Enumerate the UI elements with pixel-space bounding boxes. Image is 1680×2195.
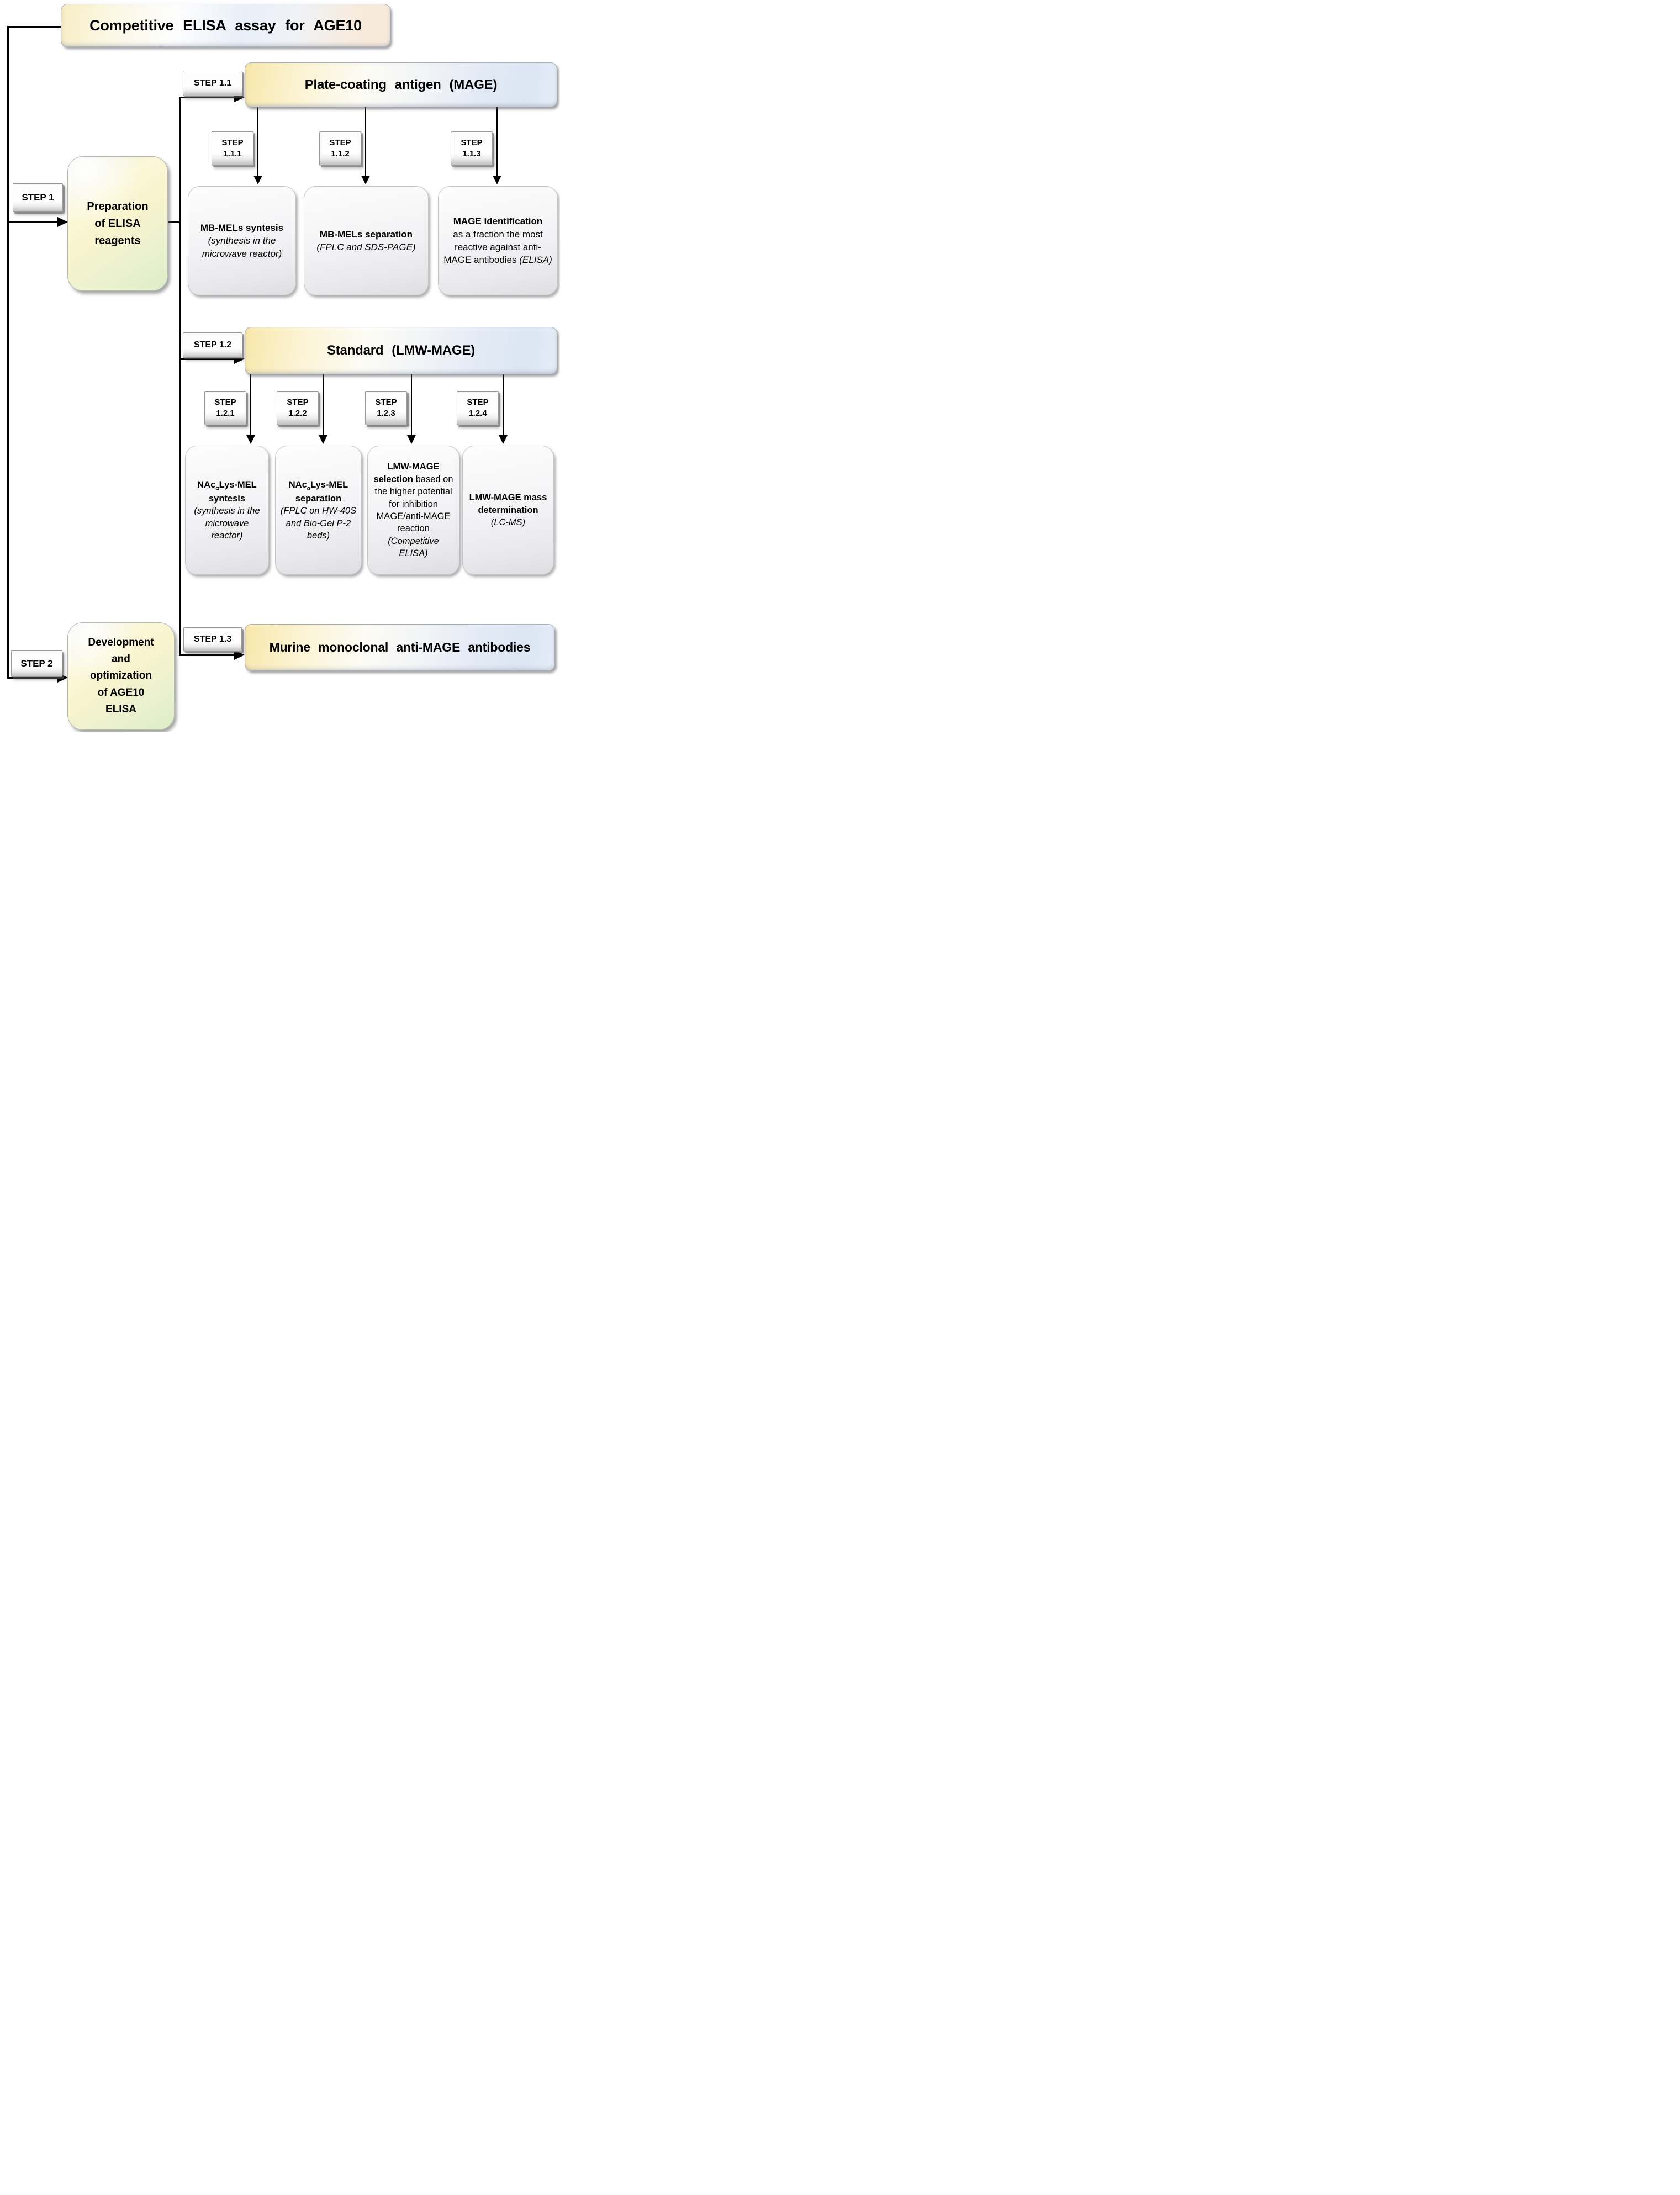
standard-lmw-mage-header: Standard (LMW-MAGE) bbox=[245, 327, 557, 374]
murine-monoclonal-antibodies-header: Murine monoclonal anti-MAGE antibodies bbox=[245, 624, 555, 671]
process-box-mb-mels-separation: MB-MELs separation (FPLC and SDS-PAGE) bbox=[304, 186, 429, 295]
process-box-text: LMW-MAGE mass determination (LC-MS) bbox=[463, 488, 553, 532]
step-number: 1.1.3 bbox=[462, 149, 481, 158]
process-box-title: MAGE identification bbox=[453, 216, 543, 227]
substep111-arrowhead-icon bbox=[253, 176, 262, 184]
development-optimization-age10-elisa-box: Development and optimization of AGE10 EL… bbox=[67, 622, 175, 730]
process-box-mb-mels-synthesis: MB-MELs syntesis (synthesis in the micro… bbox=[188, 186, 296, 295]
diagram-title: Competitive ELISA assay for AGE10 bbox=[61, 4, 390, 47]
process-box-title: NAcαLys-MEL separation bbox=[280, 479, 357, 505]
process-box-method: (ELISA) bbox=[519, 255, 552, 266]
process-box-method: (Competitive ELISA) bbox=[388, 536, 439, 559]
substep112-arrow-line bbox=[365, 106, 366, 176]
substep121-arrowhead-icon bbox=[246, 435, 255, 444]
step13-arrowhead-icon bbox=[234, 650, 245, 660]
branch-trunk-line bbox=[179, 97, 181, 656]
step-number: 1.2.1 bbox=[216, 409, 235, 418]
substep113-arrowhead-icon bbox=[493, 176, 501, 184]
step-1-1-2-label: STEP 1.1.2 bbox=[319, 131, 361, 166]
step-number: 1.1.2 bbox=[331, 149, 350, 158]
step11-arrow-line bbox=[179, 97, 235, 98]
step-1-2-2-label: STEP 1.2.2 bbox=[277, 391, 319, 425]
substep122-arrowhead-icon bbox=[319, 435, 327, 444]
process-box-title: LMW-MAGE selection bbox=[373, 462, 440, 484]
step-1-1-label: STEP 1.1 bbox=[183, 71, 242, 96]
step-number: 1.2.4 bbox=[468, 409, 487, 418]
substep124-arrowhead-icon bbox=[499, 435, 508, 444]
process-box-description: as a fraction the most reactive against … bbox=[443, 229, 543, 266]
process-box-method: (FPLC on HW-40S and Bio-Gel P-2 beds) bbox=[280, 506, 357, 541]
step-number: 1.2.2 bbox=[288, 409, 307, 418]
step13-arrow-line bbox=[179, 654, 235, 656]
process-box-title: NAcαLys-MEL syntesis bbox=[190, 479, 264, 505]
step1-arrowhead-icon bbox=[57, 217, 68, 227]
substep113-arrow-line bbox=[496, 106, 498, 176]
step-1-label: STEP 1 bbox=[13, 183, 63, 212]
step2-arrow-line bbox=[7, 677, 58, 679]
title-suffix: Lys-MEL separation bbox=[295, 479, 348, 504]
process-box-mage-identification: MAGE identification as a fraction the mo… bbox=[438, 186, 558, 295]
title-prefix: NAc bbox=[197, 479, 216, 490]
step-word: STEP bbox=[329, 137, 351, 147]
process-box-text: MB-MELs separation (FPLC and SDS-PAGE) bbox=[312, 225, 420, 257]
step-word: STEP bbox=[221, 137, 244, 147]
substep111-arrow-line bbox=[257, 106, 258, 176]
step-word: STEP bbox=[461, 137, 483, 147]
title-prefix: NAc bbox=[288, 479, 307, 490]
substep112-arrowhead-icon bbox=[361, 176, 370, 184]
process-box-title: MB-MELs syntesis bbox=[200, 222, 284, 233]
step-1-2-4-label: STEP 1.2.4 bbox=[457, 391, 499, 425]
substep124-arrow-line bbox=[503, 373, 504, 435]
step-1-2-1-label: STEP 1.2.1 bbox=[204, 391, 246, 425]
step-1-3-label: STEP 1.3 bbox=[183, 627, 242, 652]
title-subscript: α bbox=[307, 485, 311, 491]
process-box-method: (LC-MS) bbox=[490, 517, 526, 528]
title-connector-line bbox=[7, 26, 62, 28]
step1-arrow-line bbox=[7, 221, 58, 223]
substep123-arrow-line bbox=[411, 373, 412, 435]
step-word: STEP bbox=[467, 397, 489, 407]
process-box-lmw-mage-mass-determination: LMW-MAGE mass determination (LC-MS) bbox=[462, 446, 554, 575]
preparation-output-line bbox=[167, 221, 181, 223]
process-box-text: LMW-MAGE selection based on the higher p… bbox=[368, 457, 459, 563]
title-subscript: α bbox=[215, 485, 219, 491]
step-word: STEP bbox=[214, 397, 236, 407]
process-box-method: (synthesis in the microwave reactor) bbox=[202, 235, 282, 259]
process-box-title: LMW-MAGE mass determination bbox=[469, 493, 547, 515]
step-word: STEP bbox=[375, 397, 397, 407]
left-trunk-line bbox=[7, 26, 9, 679]
step-1-1-3-label: STEP 1.1.3 bbox=[451, 131, 493, 166]
process-box-text: NAcαLys-MEL syntesis (synthesis in the m… bbox=[186, 475, 268, 546]
process-box-method: (synthesis in the microwave reactor) bbox=[194, 506, 260, 541]
flowchart-canvas: Competitive ELISA assay for AGE10 STEP 1… bbox=[0, 0, 560, 732]
preparation-of-elisa-reagents-box: Preparation of ELISA reagents bbox=[67, 156, 168, 291]
step-2-label: STEP 2 bbox=[11, 650, 62, 677]
process-box-description: based on the higher potential for inhibi… bbox=[374, 474, 453, 534]
process-box-title: MB-MELs separation bbox=[319, 229, 413, 240]
title-suffix: Lys-MEL syntesis bbox=[208, 479, 257, 504]
substep123-arrowhead-icon bbox=[407, 435, 416, 444]
plate-coating-antigen-header: Plate-coating antigen (MAGE) bbox=[245, 62, 557, 107]
process-box-text: NAcαLys-MEL separation (FPLC on HW-40S a… bbox=[276, 475, 361, 546]
process-box-lmw-mage-selection: LMW-MAGE selection based on the higher p… bbox=[367, 446, 459, 575]
process-box-text: MAGE identification as a fraction the mo… bbox=[439, 211, 557, 270]
process-box-text: MB-MELs syntesis (synthesis in the micro… bbox=[188, 218, 295, 263]
step-1-2-label: STEP 1.2 bbox=[183, 332, 242, 358]
step-word: STEP bbox=[287, 397, 309, 407]
substep121-arrow-line bbox=[250, 373, 251, 435]
step-number: 1.2.3 bbox=[377, 409, 395, 418]
process-box-nacalys-mel-synthesis: NAcαLys-MEL syntesis (synthesis in the m… bbox=[185, 446, 269, 575]
step12-arrow-line bbox=[179, 358, 235, 360]
step-number: 1.1.1 bbox=[223, 149, 242, 158]
process-box-method: (FPLC and SDS-PAGE) bbox=[316, 242, 416, 252]
process-box-nacalys-mel-separation: NAcαLys-MEL separation (FPLC on HW-40S a… bbox=[275, 446, 362, 575]
substep122-arrow-line bbox=[323, 373, 324, 435]
step-1-2-3-label: STEP 1.2.3 bbox=[365, 391, 407, 425]
step-1-1-1-label: STEP 1.1.1 bbox=[212, 131, 253, 166]
